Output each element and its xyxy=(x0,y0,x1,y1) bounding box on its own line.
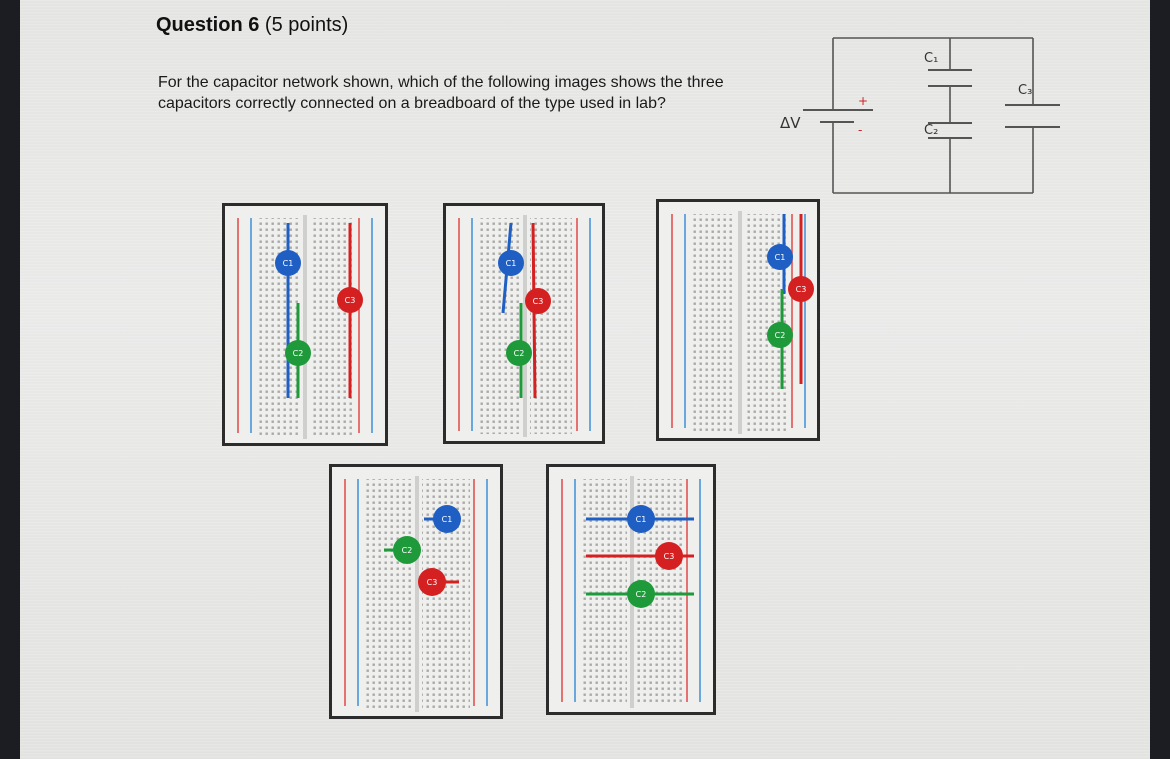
option-2-c3-label: C3 xyxy=(533,297,544,306)
option-1-c3-label: C3 xyxy=(345,296,356,305)
c3-label: C₃ xyxy=(1018,83,1032,98)
option-3-c2-label: C2 xyxy=(775,331,786,340)
question-number: Question 6 xyxy=(156,14,260,36)
source-label: ΔV xyxy=(780,114,801,132)
option-5-c2-label: C2 xyxy=(636,590,647,599)
option-4-c1-label: C1 xyxy=(442,515,453,524)
option-4-c2-label: C2 xyxy=(402,546,413,555)
circuit-diagram: ΔV + - C₁ C₂ C₃ xyxy=(780,37,1060,194)
option-5-breadboard[interactable]: C1 C3 C2 xyxy=(546,464,716,715)
c1-label: C₁ xyxy=(924,51,938,66)
question-text: For the capacitor network shown, which o… xyxy=(158,74,724,112)
option-2-c1-label: C1 xyxy=(506,259,517,268)
option-1-c1-label: C1 xyxy=(283,259,294,268)
plus-sign: + xyxy=(858,94,868,108)
option-5-c1-label: C1 xyxy=(636,515,647,524)
question-title: Question 6 (5 points) xyxy=(156,14,348,37)
option-2-c2-label: C2 xyxy=(514,349,525,358)
option-3-c1-label: C1 xyxy=(775,253,786,262)
minus-sign: - xyxy=(858,123,862,137)
option-1-c2-label: C2 xyxy=(293,349,304,358)
question-points: (5 points) xyxy=(264,14,349,36)
option-3-c3-label: C3 xyxy=(796,285,807,294)
c2-label: C₂ xyxy=(924,123,938,138)
option-4-breadboard[interactable]: C1 C2 C3 xyxy=(329,464,503,719)
option-1-breadboard[interactable]: C1 C2 C3 xyxy=(222,203,388,446)
option-4-c3-label: C3 xyxy=(427,578,438,587)
option-5-c3-label: C3 xyxy=(664,552,675,561)
option-3-breadboard[interactable]: C1 C2 C3 xyxy=(656,199,820,441)
screen: Question 6 (5 points) For the capacitor … xyxy=(20,0,1150,759)
option-2-breadboard[interactable]: C1 C2 C3 xyxy=(443,203,605,444)
